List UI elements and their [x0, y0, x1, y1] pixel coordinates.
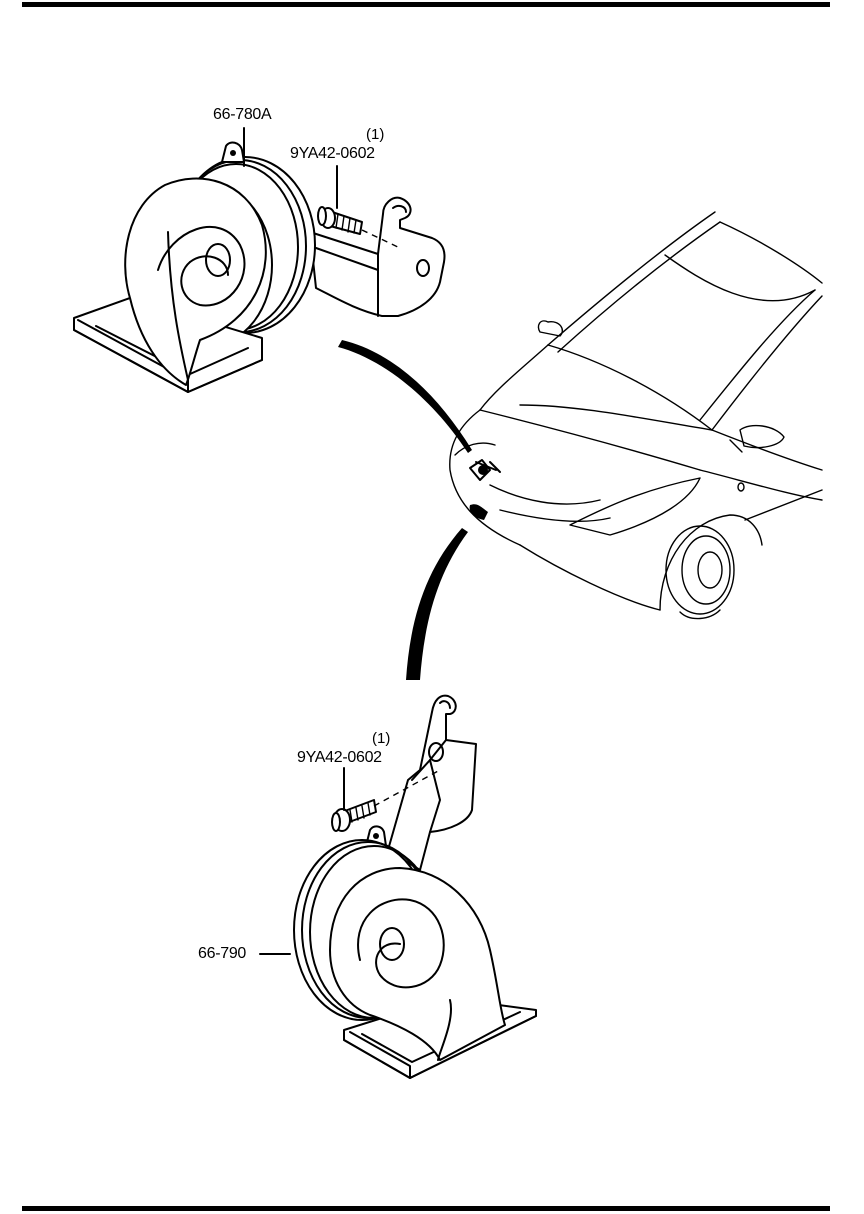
bolt-lower-quantity: (1): [372, 730, 391, 747]
horn-low-part-number: 66-790: [198, 945, 247, 962]
upper-bolt: [317, 206, 363, 235]
bolt-lower-part-number: 9YA42-0602: [297, 749, 382, 766]
leader-arrows: [338, 340, 472, 680]
bottom-rule: [22, 1206, 830, 1211]
lower-horn-assembly: [259, 694, 537, 1079]
upper-horn-assembly: [73, 127, 446, 393]
horn-high-part-number: 66-780A: [213, 106, 272, 123]
top-rule: [22, 2, 830, 7]
lower-bolt: [331, 799, 377, 832]
bolt-upper-part-number: 9YA42-0602: [290, 145, 375, 162]
car-outline: [449, 211, 823, 620]
bolt-upper-quantity: (1): [366, 126, 385, 143]
